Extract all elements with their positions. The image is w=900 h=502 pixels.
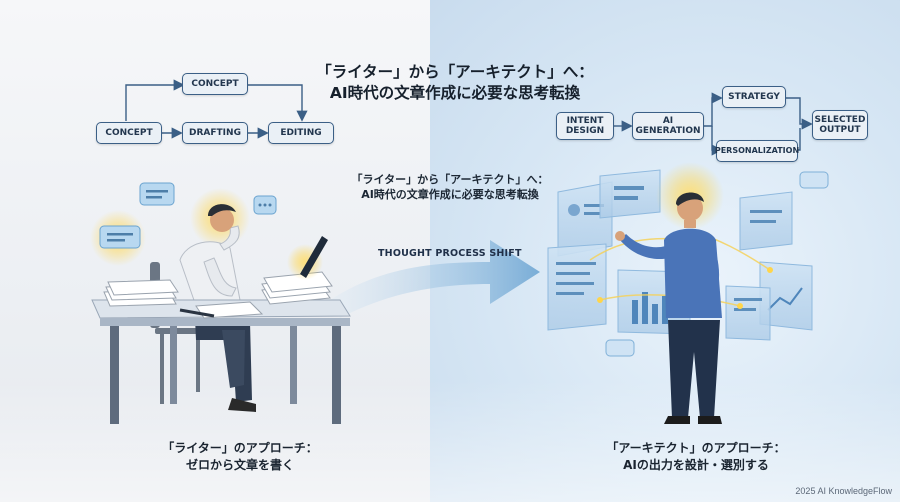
main-title-line2: AI時代の文章作成に必要な思考転換 (329, 84, 581, 102)
mid-title: 「ライター」から「アーキテクト」へ： AI時代の文章作成に必要な思考転換 (330, 172, 570, 202)
architect-caption: 「アーキテクト」のアプローチ： AIの出力を設計・選別する (586, 440, 806, 474)
mid-title-line2: AI時代の文章作成に必要な思考転換 (361, 188, 539, 201)
architect-person (615, 192, 722, 424)
node-selected-output: SELECTED OUTPUT (812, 110, 868, 140)
node-drafting: DRAFTING (182, 122, 248, 144)
node-personalization: PERSONALIZATION (715, 140, 799, 162)
writer-caption-line2: ゼロから文章を書く (185, 458, 294, 472)
node-concept-top: CONCEPT (182, 73, 248, 95)
architect-flow-connectors (614, 92, 813, 156)
node-editing: EDITING (268, 122, 334, 144)
node-strategy: STRATEGY (722, 86, 786, 108)
shift-arrow (330, 240, 540, 318)
writer-person (179, 204, 256, 412)
main-title: 「ライター」から「アーキテクト」へ： AI時代の文章作成に必要な思考転換 (300, 62, 610, 104)
node-intent-design: INTENT DESIGN (556, 112, 614, 140)
floor (0, 380, 900, 502)
writer-caption-line1: 「ライター」のアプローチ： (162, 441, 318, 455)
architect-caption-line1: 「アーキテクト」のアプローチ： (606, 441, 786, 455)
shift-label: THOUGHT PROCESS SHIFT (378, 248, 522, 259)
node-concept: CONCEPT (96, 122, 162, 144)
writer-caption: 「ライター」のアプローチ： ゼロから文章を書く (140, 440, 340, 474)
main-title-line1: 「ライター」から「アーキテクト」へ： (316, 63, 594, 81)
fountain-pen (300, 236, 328, 278)
node-ai-generation: AI GENERATION (632, 112, 704, 140)
architect-caption-line2: AIの出力を設計・選別する (623, 458, 769, 472)
paper-stacks (103, 271, 333, 319)
footer-credit: 2025 AI KnowledgeFlow (795, 486, 892, 496)
writer-flow-connectors (125, 79, 308, 139)
writer-speech-bubbles (90, 182, 277, 266)
desk (91, 299, 351, 424)
mid-title-line1: 「ライター」から「アーキテクト」へ： (351, 173, 549, 186)
